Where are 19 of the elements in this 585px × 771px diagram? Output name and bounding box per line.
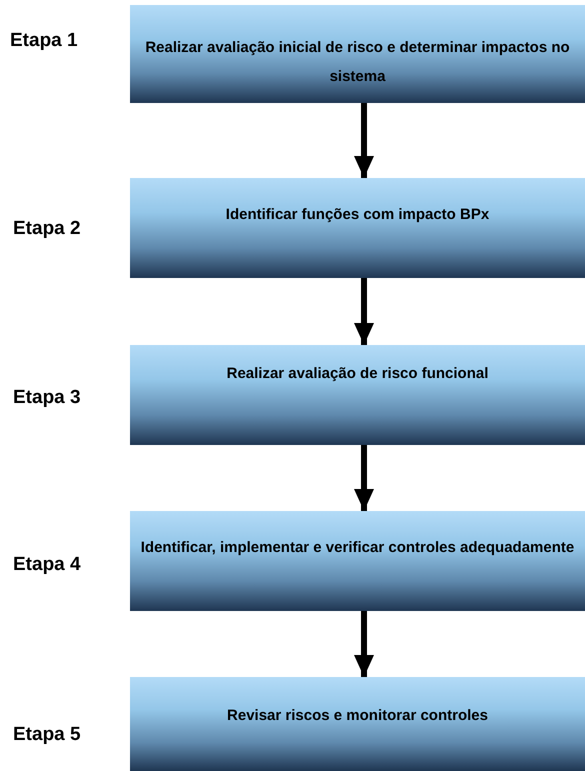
step-label: Etapa 5 [13,724,81,746]
process-box [130,677,585,771]
process-box [130,345,585,445]
step-text: Realizar avaliação de risco funcional [226,364,490,384]
step-text: Revisar riscos e monitorar controles [226,706,489,726]
arrow [354,278,374,345]
arrow [354,103,374,178]
step-label: Etapa 1 [10,30,78,52]
process-box [130,5,585,103]
step-text: Identificar, implementar e verificar controles adequadamente [140,538,575,558]
step-label: Etapa 4 [13,554,81,576]
arrow [354,611,374,677]
arrow [354,445,374,511]
process-box [130,178,585,278]
step-text: Identificar funções com impacto BPx [224,205,490,225]
step-label: Etapa 3 [13,387,81,409]
process-box [130,511,585,611]
step-text: Realizar avaliação inicial de risco e determinar impactos no sistema [144,38,571,87]
step-label: Etapa 2 [13,218,81,240]
